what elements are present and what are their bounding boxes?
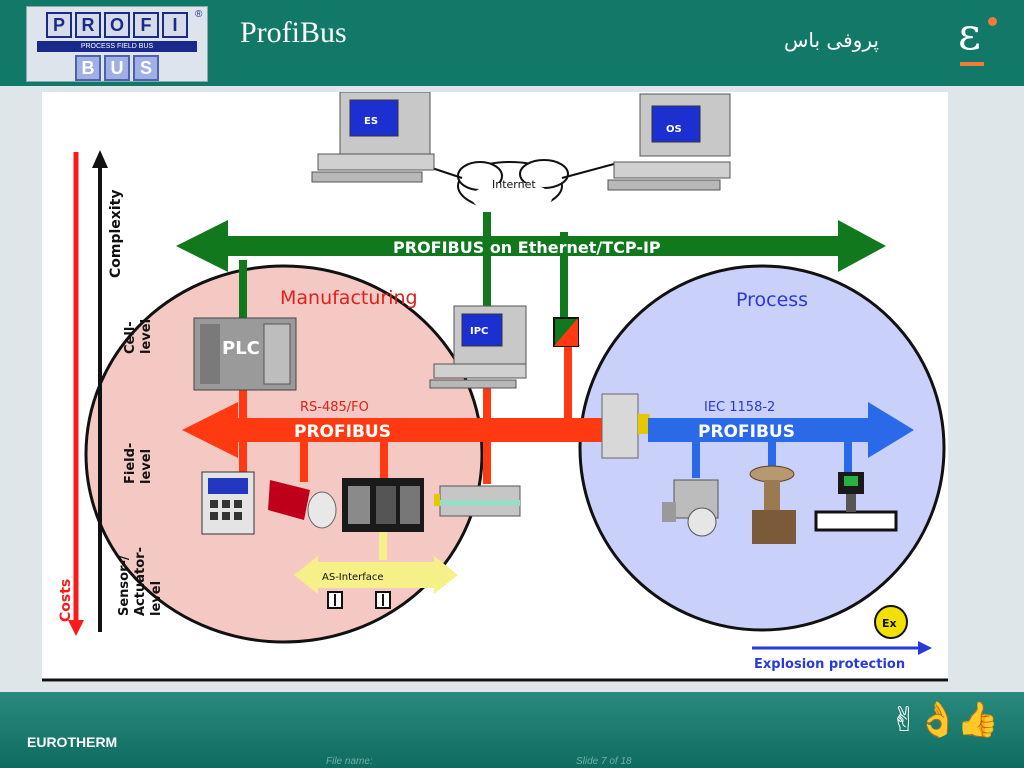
- hand-gestures-icon: ✌👌👍: [890, 700, 999, 740]
- ethernet-profibus-coupler-icon: [553, 317, 579, 347]
- drive-motor-icon: [268, 480, 337, 529]
- profibus-diagram: Complexity Costs Cell-level Field-level …: [42, 91, 948, 682]
- profibus-dp-bus-arrow: [182, 402, 608, 458]
- logo-letter: P: [46, 12, 72, 38]
- logo-letter: R: [75, 12, 101, 38]
- ipc-icon: [429, 305, 527, 389]
- asi-sensor-icons: [327, 591, 391, 609]
- distributed-io-icon: [434, 485, 521, 517]
- profibus-logo: P R O F I ® PROCESS FIELD BUS B U S: [26, 6, 208, 82]
- plc-label: PLC: [222, 338, 260, 359]
- logo-letter: F: [133, 12, 159, 38]
- logo-letter: B: [75, 55, 101, 81]
- es-workstation-icon: [311, 91, 435, 183]
- ex-explosion-proof-icon: [874, 605, 908, 639]
- ipc-label: IPC: [470, 326, 488, 337]
- logo-letter: O: [104, 12, 130, 38]
- manufacturing-label: Manufacturing: [280, 287, 418, 309]
- slide-header: P R O F I ® PROCESS FIELD BUS B U S Prof…: [0, 0, 1024, 86]
- footer-brand: EUROTHERM: [27, 734, 118, 750]
- logo-registered-mark: ®: [195, 9, 203, 20]
- logo-top-row: P R O F I: [27, 12, 207, 38]
- footer-slide-number: Slide 7 of 18: [576, 756, 632, 767]
- logo-bottom-row: B U S: [27, 55, 207, 81]
- pa-drops: [692, 442, 852, 478]
- profibus-pa-bus-arrow: [648, 402, 914, 458]
- costs-arrowhead: [68, 620, 84, 636]
- as-interface-arrow: [294, 556, 458, 594]
- ethernet-drops: [239, 212, 568, 324]
- internet-label: Internet: [492, 178, 536, 191]
- logo-letter: S: [133, 55, 159, 81]
- ex-label: Ex: [882, 617, 897, 630]
- cell-level-label: Cell-level: [123, 319, 154, 354]
- es-label: ES: [364, 116, 378, 127]
- plc-icon: [193, 317, 297, 391]
- flow-meter-icon: [814, 472, 898, 532]
- slide-footer: ✌👌👍 EUROTHERM File name: Slide 7 of 18: [0, 692, 1024, 768]
- logo-subtitle: PROCESS FIELD BUS: [37, 41, 197, 52]
- slide-title-persian: پروفی باس: [784, 28, 879, 52]
- process-label: Process: [736, 289, 808, 311]
- iec-label: IEC 1158-2: [704, 400, 775, 415]
- footer-file-name: File name:: [326, 756, 373, 767]
- pressure-transmitter-icon: [662, 479, 719, 537]
- dp-pa-link-icon: [601, 393, 650, 459]
- complexity-label: Complexity: [108, 190, 124, 278]
- os-label: OS: [666, 124, 682, 135]
- ethernet-bus-label: PROFIBUS on Ethernet/TCP-IP: [393, 238, 661, 257]
- costs-label: Costs: [58, 579, 74, 622]
- logo-letter: U: [104, 55, 130, 81]
- internet-links: [431, 163, 615, 179]
- os-workstation-icon: [607, 93, 731, 191]
- slide-title: ProfiBus: [240, 16, 347, 49]
- profibus-left-label: PROFIBUS: [294, 422, 391, 442]
- process-area: [578, 264, 946, 632]
- complexity-arrowhead: [92, 150, 108, 168]
- field-level-label: Field-level: [123, 443, 154, 484]
- control-valve-icon: [749, 465, 796, 544]
- logo-letter: I: [162, 12, 188, 38]
- rs485-label: RS-485/FO: [300, 400, 369, 415]
- ethernet-bus-arrow: [176, 220, 886, 272]
- diagram-svg: Complexity Costs Cell-level Field-level …: [42, 91, 948, 682]
- io-module-rack-icon: [342, 478, 424, 532]
- profibus-right-label: PROFIBUS: [698, 422, 795, 442]
- explosion-protection-label: Explosion protection: [754, 657, 905, 672]
- explosion-arrowhead: [918, 641, 932, 655]
- operator-panel-icon: [201, 471, 255, 535]
- internet-cloud: [457, 159, 569, 214]
- as-interface-label: AS-Interface: [322, 572, 384, 583]
- asi-drop: [379, 532, 387, 560]
- sensor-actuator-level-label: Sensor-/Actuator-level: [117, 547, 164, 616]
